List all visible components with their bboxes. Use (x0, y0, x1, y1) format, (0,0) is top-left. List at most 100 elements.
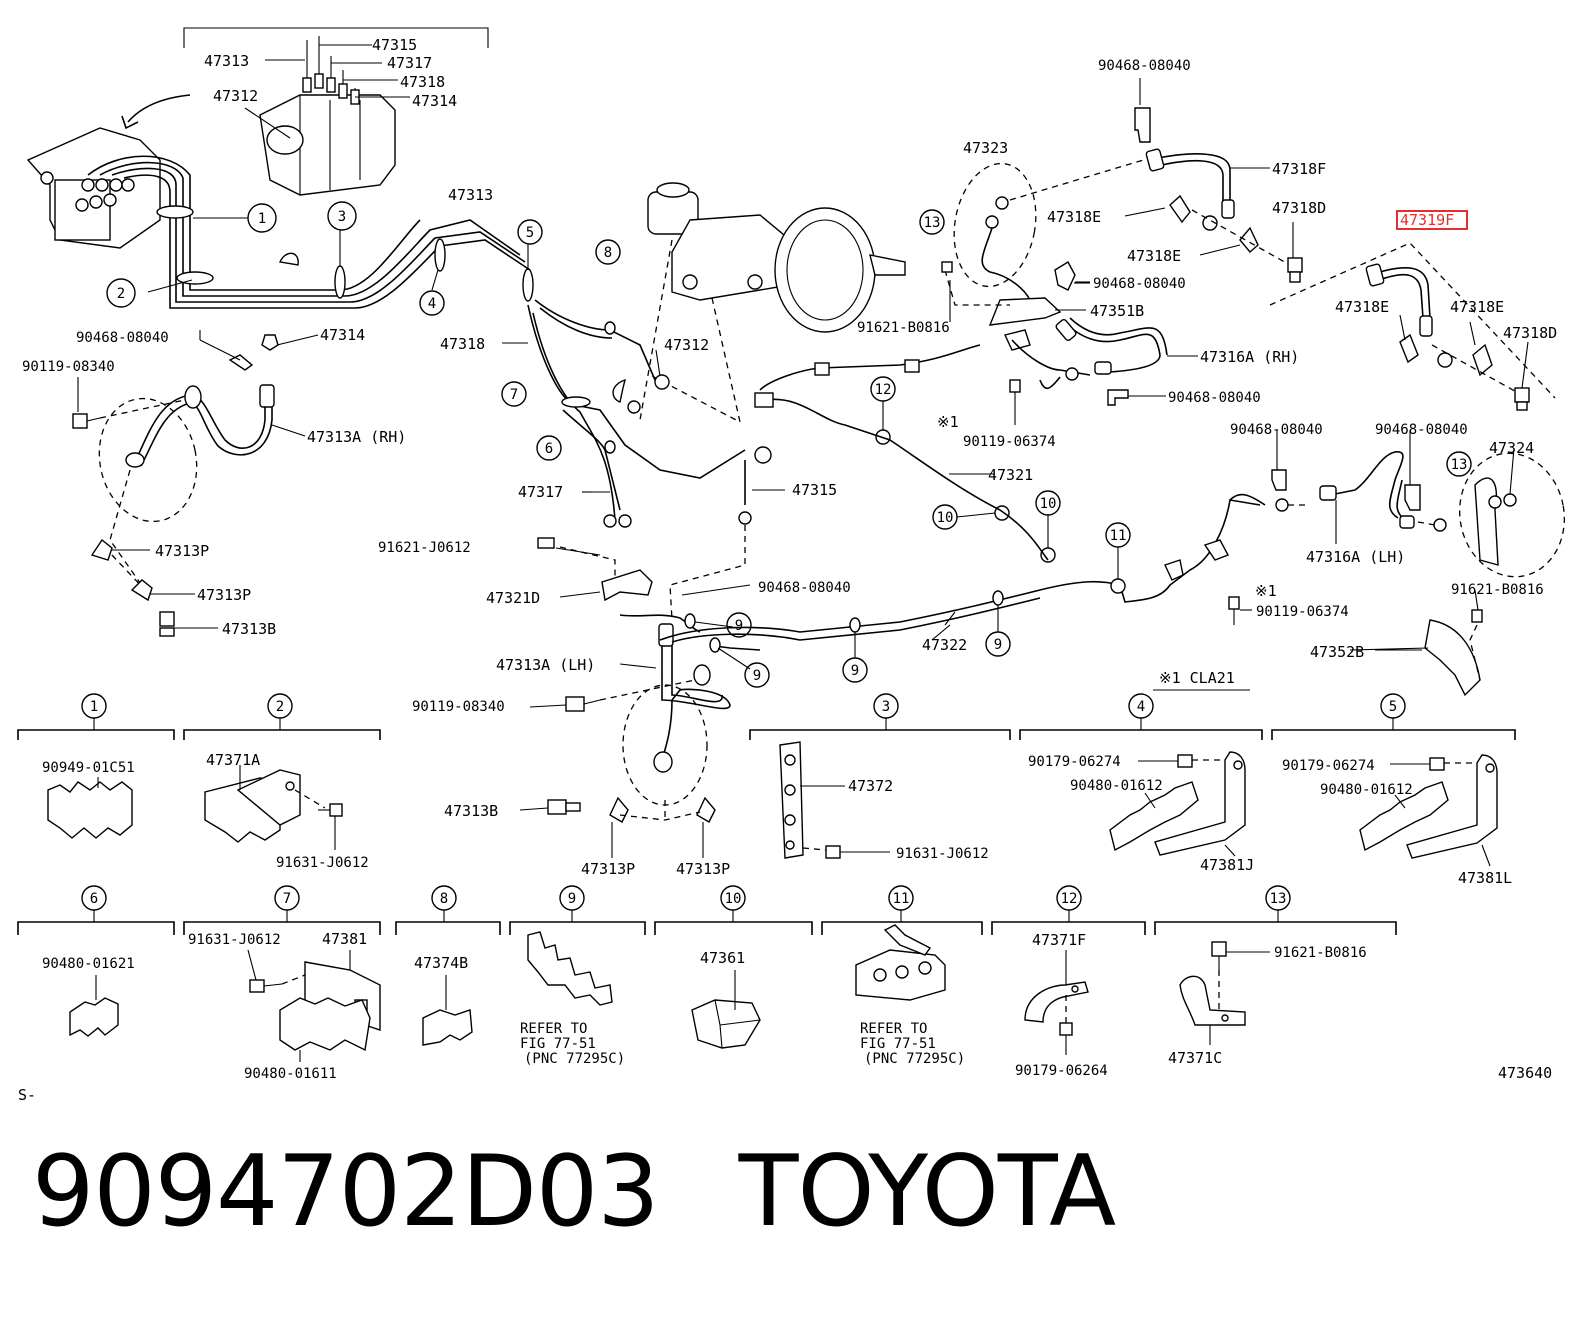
lower-center-brake (547, 623, 731, 823)
label-47324: 47324 (1489, 439, 1534, 457)
box-callout-12: 12 (1061, 891, 1078, 907)
label-47318d-2: 47318D (1503, 324, 1557, 342)
b11-ref2: FIG 77-51 (860, 1036, 936, 1052)
box-callout-11: 11 (893, 891, 910, 907)
b13-part2: 47371C (1168, 1049, 1222, 1067)
b3-part1: 47372 (848, 777, 893, 795)
label-47313p-3: 47313P (581, 860, 635, 878)
label-47318-top: 47318 (400, 73, 445, 91)
callout-13a: 13 (924, 215, 941, 231)
label-90468-08040-e: 90468-08040 (1168, 390, 1261, 406)
b9-ref1: REFER TO (520, 1021, 587, 1037)
box-callout-3: 3 (882, 699, 890, 715)
master-cylinder-group (527, 182, 906, 621)
label-90119-06374-b: 90119-06374 (1256, 604, 1349, 620)
b5-part2: 90480-01612 (1320, 782, 1413, 798)
label-47318e-3: 47318E (1335, 298, 1389, 316)
highlight-box-47319f (1396, 210, 1468, 230)
b12-part1: 47371F (1032, 931, 1086, 949)
label-star-2: ※1 (1255, 582, 1277, 600)
b4-part1: 90179-06274 (1028, 754, 1121, 770)
b7-part1: 91631-J0612 (188, 932, 281, 948)
brand-name: TOYOTA (738, 1135, 1117, 1249)
box-callout-6: 6 (90, 891, 98, 907)
callout-13b: 13 (1451, 457, 1468, 473)
label-47319f-highlighted: 47319F (1400, 211, 1454, 229)
label-47318e-4: 47318E (1450, 298, 1504, 316)
label-90468-08040-g: 90468-08040 (1375, 422, 1468, 438)
label-47318e-1: 47318E (1047, 208, 1101, 226)
box-callout-8: 8 (440, 891, 448, 907)
callout-2: 2 (117, 286, 125, 302)
actuator-group (26, 27, 534, 309)
label-90119-08340-a: 90119-08340 (22, 359, 115, 375)
label-47313b-2: 47313B (444, 802, 498, 820)
b2-part2: 91631-J0612 (276, 855, 369, 871)
label-47318d-1: 47318D (1272, 199, 1326, 217)
label-star-1: ※1 (937, 413, 959, 431)
b5-part1: 90179-06274 (1282, 758, 1375, 774)
box-callout-4: 4 (1137, 699, 1145, 715)
b11-ref3: (PNC 77295C) (864, 1051, 965, 1067)
label-47318e-2: 47318E (1127, 247, 1181, 265)
label-90468-08040-b: 90468-08040 (758, 580, 851, 596)
label-90468-08040-a: 90468-08040 (76, 330, 169, 346)
label-47316a-rh: 47316A (RH) (1200, 348, 1299, 366)
box-callout-7: 7 (283, 891, 291, 907)
part-number: 9094702D03 (32, 1135, 660, 1249)
callout-9b: 9 (753, 668, 761, 684)
label-47351b: 47351B (1090, 302, 1144, 320)
callout-1: 1 (258, 211, 266, 227)
box-callout-2: 2 (276, 699, 284, 715)
label-47313a-lh: 47313A (LH) (496, 656, 595, 674)
b7-part3: 90480-01611 (244, 1066, 337, 1082)
label-90468-08040-c: 90468-08040 (1098, 58, 1191, 74)
label-47312-top: 47312 (213, 87, 258, 105)
parts-boxes: 1 2 3 4 5 90949-01C51 47371A 91631-J0612… (17, 693, 1516, 1082)
part-number-footer: 9094702D03 TOYOTA (32, 1135, 1117, 1249)
left-front-brake (72, 334, 279, 637)
label-47352b: 47352B (1310, 643, 1364, 661)
label-47322: 47322 (922, 636, 967, 654)
rear-pipes (619, 344, 1261, 670)
b1-part: 90949-01C51 (42, 760, 135, 776)
label-47323: 47323 (963, 139, 1008, 157)
label-47313p-2: 47313P (197, 586, 251, 604)
label-90119-08340-b: 90119-08340 (412, 699, 505, 715)
label-47317-top: 47317 (387, 54, 432, 72)
label-90119-06374-a: 90119-06374 (963, 434, 1056, 450)
label-47313a-rh: 47313A (RH) (307, 428, 406, 446)
box-callout-1: 1 (90, 699, 98, 715)
label-91621-b0816-1: 91621-B0816 (857, 320, 950, 336)
label-47314: 47314 (320, 326, 365, 344)
callout-6: 6 (545, 441, 553, 457)
right-rear-brake (1229, 242, 1565, 697)
b7-part2: 47381 (322, 930, 367, 948)
label-47318f: 47318F (1272, 160, 1326, 178)
leader-lines (77, 78, 1529, 858)
label-90468-08040-f: 90468-08040 (1230, 422, 1323, 438)
label-cla21: ※1 CLA21 (1159, 669, 1235, 687)
callout-9d: 9 (994, 637, 1002, 653)
callouts: 1 2 3 4 5 6 7 8 9 9 9 9 10 10 11 12 13 1… (106, 201, 1472, 688)
s-mark: S- (18, 1086, 36, 1104)
label-47313-top: 47313 (204, 52, 249, 70)
label-47314-top: 47314 (412, 92, 457, 110)
label-91621-b0816-2: 91621-B0816 (1451, 582, 1544, 598)
label-90468-08040-d: 90468-08040 (1093, 276, 1186, 292)
label-47321d: 47321D (486, 589, 540, 607)
callout-9a: 9 (735, 618, 743, 634)
label-47317-mid: 47317 (518, 483, 563, 501)
b4-part3: 47381J (1200, 856, 1254, 874)
label-47315: 47315 (372, 36, 417, 54)
callout-5: 5 (526, 225, 534, 241)
box-callout-10: 10 (725, 891, 742, 907)
b11-ref1: REFER TO (860, 1021, 927, 1037)
callout-3: 3 (338, 209, 346, 225)
b3-part2: 91631-J0612 (896, 846, 989, 862)
labels: 47315 47313 47317 47318 47312 47314 4731… (22, 36, 1557, 878)
b9-ref2: FIG 77-51 (520, 1036, 596, 1052)
box-callout-5: 5 (1389, 699, 1397, 715)
b5-part3: 47381L (1458, 869, 1512, 887)
